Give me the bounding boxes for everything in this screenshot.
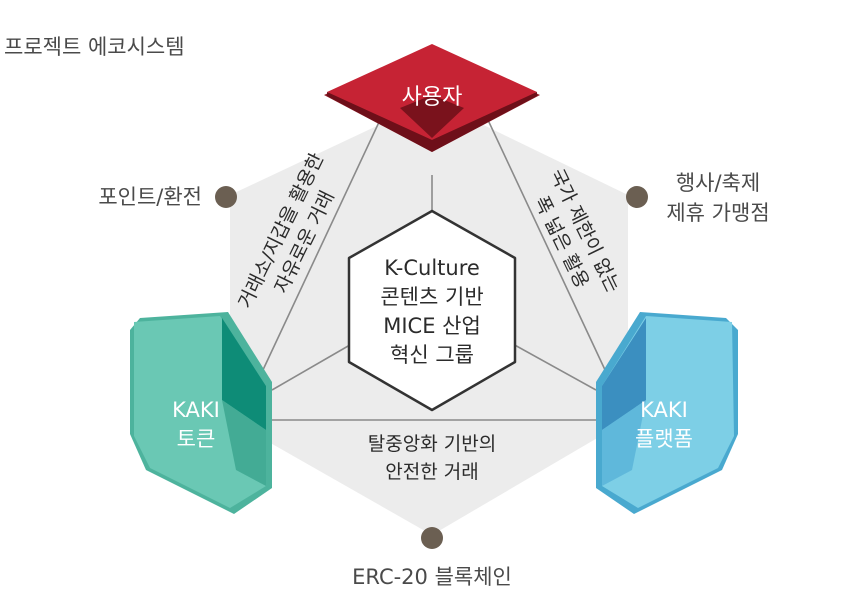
user-node-label: 사용자: [402, 85, 463, 110]
user-node: 사용자: [324, 44, 540, 152]
outer-label-left: 포인트/환전: [98, 185, 202, 209]
kaki-platform-label-1: KAKI: [640, 398, 688, 422]
bottom-edge-line-1: 탈중앙화 기반의: [368, 433, 496, 455]
kaki-platform-node: KAKI 플랫폼: [596, 312, 738, 514]
outer-label-bottom: ERC-20 블록체인: [352, 565, 512, 589]
bottom-dot: [421, 527, 443, 549]
center-hexagon: [347, 209, 517, 412]
page-title: 프로젝트 에코시스템: [4, 35, 185, 59]
kaki-token-label-2: 토큰: [177, 427, 216, 451]
bottom-edge-line-2: 안전한 거래: [385, 461, 478, 483]
bottom-edge-text: 탈중앙화 기반의 안전한 거래: [368, 433, 496, 483]
left-dot: [215, 186, 237, 208]
outer-label-right-2: 제휴 가맹점: [666, 201, 769, 225]
kaki-platform-label-2: 플랫폼: [635, 427, 693, 451]
right-dot: [626, 186, 648, 208]
kaki-token-node: KAKI 토큰: [130, 312, 272, 514]
connection-lines: [261, 119, 607, 421]
center-line-3: MICE 산업: [383, 314, 481, 338]
center-line-1: K-Culture: [384, 256, 480, 280]
center-text: K-Culture 콘텐츠 기반 MICE 산업 혁신 그룹: [380, 256, 483, 367]
center-line-4: 혁신 그룹: [390, 343, 474, 367]
kaki-token-label-1: KAKI: [172, 398, 220, 422]
outer-label-right-1: 행사/축제: [676, 171, 760, 195]
center-line-2: 콘텐츠 기반: [380, 285, 483, 309]
